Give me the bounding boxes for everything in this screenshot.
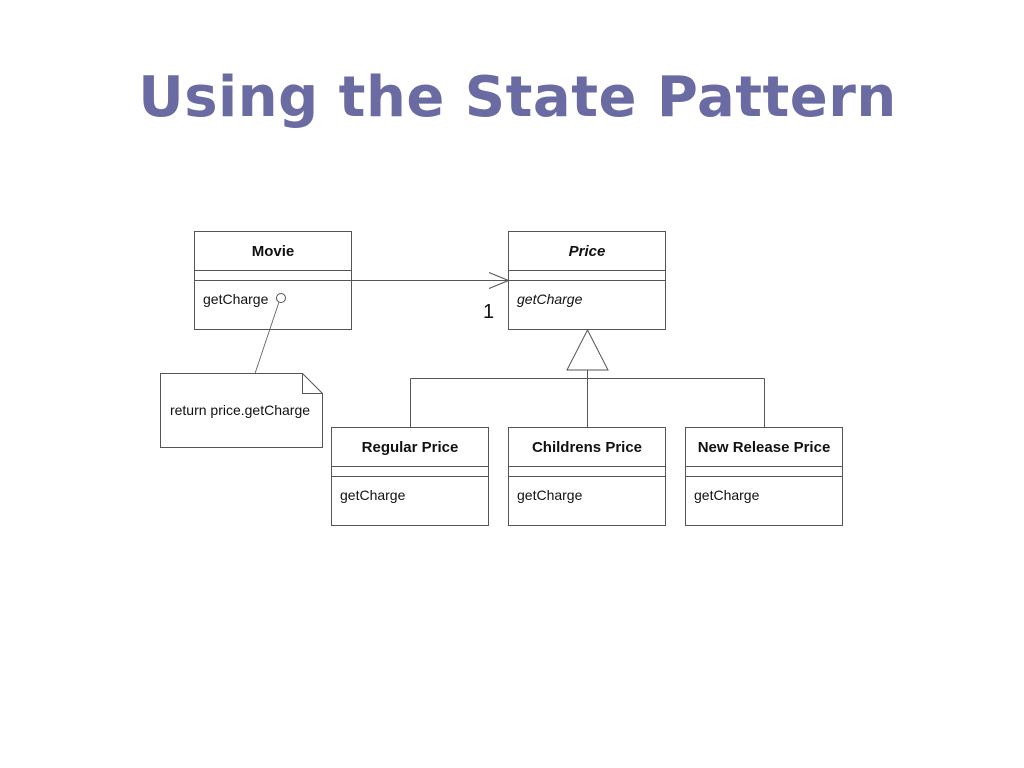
association-multiplicity: 1 [483,301,494,323]
generalization-lines [410,370,765,428]
note-text: return price.getCharge [170,402,310,418]
class-new-release-price [685,427,843,526]
class-movie-name: Movie [252,243,295,260]
slide-title: Using the State Pattern [138,65,897,130]
class-new-release-price-name: New Release Price [698,439,831,456]
note-anchor-line [254,301,280,374]
note-shape [160,373,323,448]
class-childrens-price-name: Childrens Price [532,439,642,456]
generalization-triangle-icon [566,328,609,371]
class-childrens-price [508,427,666,526]
class-regular-price-method: getCharge [340,487,406,503]
note [160,373,323,448]
class-movie [194,231,352,330]
class-price-name: Price [569,243,606,260]
note-anchor-circle-icon [276,293,286,303]
class-childrens-price-method: getCharge [517,487,583,503]
class-price-method: getCharge [517,291,583,307]
class-regular-price-name: Regular Price [362,439,459,456]
class-regular-price [331,427,489,526]
class-new-release-price-method: getCharge [694,487,760,503]
association-arrow [351,272,510,289]
class-movie-method: getCharge [203,291,269,307]
